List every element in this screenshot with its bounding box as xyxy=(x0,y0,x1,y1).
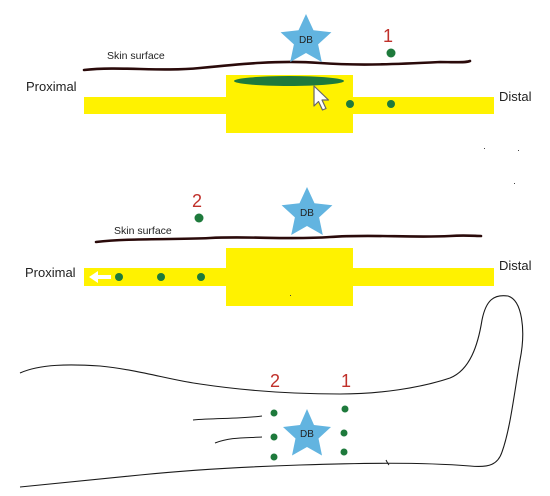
skin-surface-label: Skin surface xyxy=(107,50,165,62)
marker-label-1: 1 xyxy=(383,26,393,46)
dot xyxy=(270,433,278,441)
dot xyxy=(197,273,205,281)
left-arrow-icon xyxy=(89,271,111,283)
proximal-label: Proximal xyxy=(26,79,77,94)
dot xyxy=(115,273,123,281)
marker-label-2: 2 xyxy=(192,191,202,211)
green-elongated-mass xyxy=(234,76,344,86)
proximal-label: Proximal xyxy=(25,265,76,280)
db-star-label: DB xyxy=(300,208,314,219)
sketch-line xyxy=(192,415,263,421)
skin-surface-label: Skin surface xyxy=(114,225,172,237)
panel-bottom: 2 1 DB xyxy=(19,295,524,488)
sketch-line xyxy=(385,459,390,466)
dot xyxy=(340,429,348,437)
panel-top: Skin surface 1 DB Proximal Distal xyxy=(26,14,532,133)
cursor-arrow-icon xyxy=(313,85,330,111)
db-star xyxy=(283,409,331,456)
dot xyxy=(270,409,278,417)
marker-dot-2 xyxy=(194,213,204,223)
dot xyxy=(340,448,348,456)
marker-label-2: 2 xyxy=(270,371,280,391)
distal-label: Distal xyxy=(499,258,532,273)
dot xyxy=(346,100,354,108)
db-star xyxy=(280,14,332,62)
db-star xyxy=(281,187,333,235)
skin-surface-line xyxy=(82,59,472,72)
vessel-bulge xyxy=(226,248,353,306)
stray-specks xyxy=(290,148,519,296)
limb-outline xyxy=(19,295,524,488)
marker-label-1: 1 xyxy=(341,371,351,391)
sketch-line xyxy=(214,436,263,444)
marker-dot-1 xyxy=(386,48,396,58)
dot xyxy=(270,453,278,461)
dot xyxy=(157,273,165,281)
panel-middle: Skin surface 2 DB Proximal Distal xyxy=(25,187,532,306)
db-star-label: DB xyxy=(300,429,314,440)
distal-label: Distal xyxy=(499,89,532,104)
skin-surface-line xyxy=(94,234,483,244)
dot xyxy=(387,100,395,108)
dot xyxy=(341,405,349,413)
db-star-label: DB xyxy=(299,35,313,46)
